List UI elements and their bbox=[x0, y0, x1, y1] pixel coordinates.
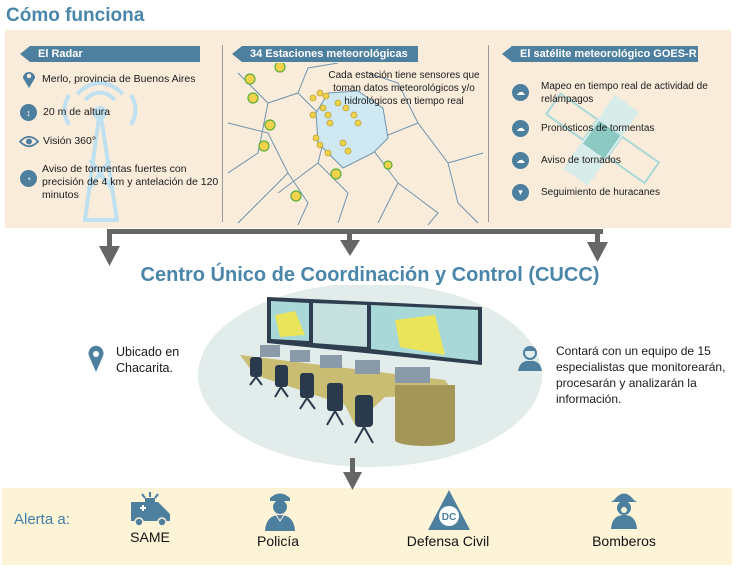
alert-target-same: SAME bbox=[130, 529, 170, 545]
satellite-item: Seguimiento de huracanes bbox=[541, 187, 660, 198]
alert-target-policia: Policía bbox=[256, 533, 300, 549]
specialist-icon bbox=[518, 346, 542, 371]
storm-cloud-icon: ☁ bbox=[512, 120, 529, 137]
radar-tower-illustration bbox=[62, 81, 138, 222]
radar-height: 20 m de altura bbox=[43, 106, 111, 118]
satellite-item: Aviso de tornados bbox=[541, 155, 621, 166]
radar-location: Merlo, provincia de Buenos Aires bbox=[42, 73, 196, 85]
civil-defense-icon: DC bbox=[428, 490, 470, 530]
down-arrow bbox=[343, 458, 362, 490]
satellite-illustration bbox=[544, 92, 661, 186]
alert-target-bomberos: Bomberos bbox=[592, 533, 656, 549]
eye-icon bbox=[19, 135, 39, 148]
radar-vision: Visión 360° bbox=[43, 135, 97, 147]
alert-target-defensa-civil: Defensa Civil bbox=[406, 533, 490, 549]
page-title: Cómo funciona bbox=[6, 5, 145, 26]
divider bbox=[222, 45, 223, 222]
ambulance-icon bbox=[131, 492, 170, 527]
radar-header: El Radar bbox=[20, 46, 200, 62]
location-pin-icon bbox=[23, 72, 35, 88]
hurricane-icon: ▾ bbox=[512, 184, 529, 201]
divider bbox=[488, 45, 489, 222]
alert-band bbox=[2, 488, 732, 565]
alert-label: Alerta a: bbox=[14, 511, 70, 528]
satellite-item: Pronósticos de tormentas bbox=[541, 123, 655, 134]
police-officer-icon bbox=[265, 493, 295, 531]
cucc-location: Ubicado en Chacarita. bbox=[116, 345, 180, 375]
clock-icon: ◔ bbox=[20, 170, 37, 187]
firefighter-icon bbox=[611, 493, 637, 529]
stations-header: 34 Estaciones meteorológicas bbox=[232, 46, 418, 62]
flow-arrows bbox=[99, 229, 608, 266]
satellite-item: Mapeo en tiempo real de actividad de rel… bbox=[541, 81, 708, 105]
cucc-team: Contará con un equipo de 15 especialista… bbox=[556, 344, 726, 406]
lightning-cloud-icon: ☁ bbox=[512, 84, 529, 101]
control-room-illustration bbox=[198, 285, 542, 467]
cucc-title: Centro Único de Coordinación y Control (… bbox=[140, 264, 600, 286]
radar-warning: Aviso de tormentas fuertes con precisión… bbox=[42, 163, 219, 201]
stations-description: Cada estación tiene sensores que toman d… bbox=[328, 70, 480, 107]
satellite-header: El satélite meteorológico GOES-R bbox=[502, 46, 698, 62]
tornado-cloud-icon: ☁ bbox=[512, 152, 529, 169]
civil-defense-logo-text: DC bbox=[442, 512, 456, 523]
location-pin-icon bbox=[88, 345, 104, 372]
stations-map bbox=[228, 63, 483, 225]
height-arrows-icon: ↕ bbox=[20, 104, 37, 121]
